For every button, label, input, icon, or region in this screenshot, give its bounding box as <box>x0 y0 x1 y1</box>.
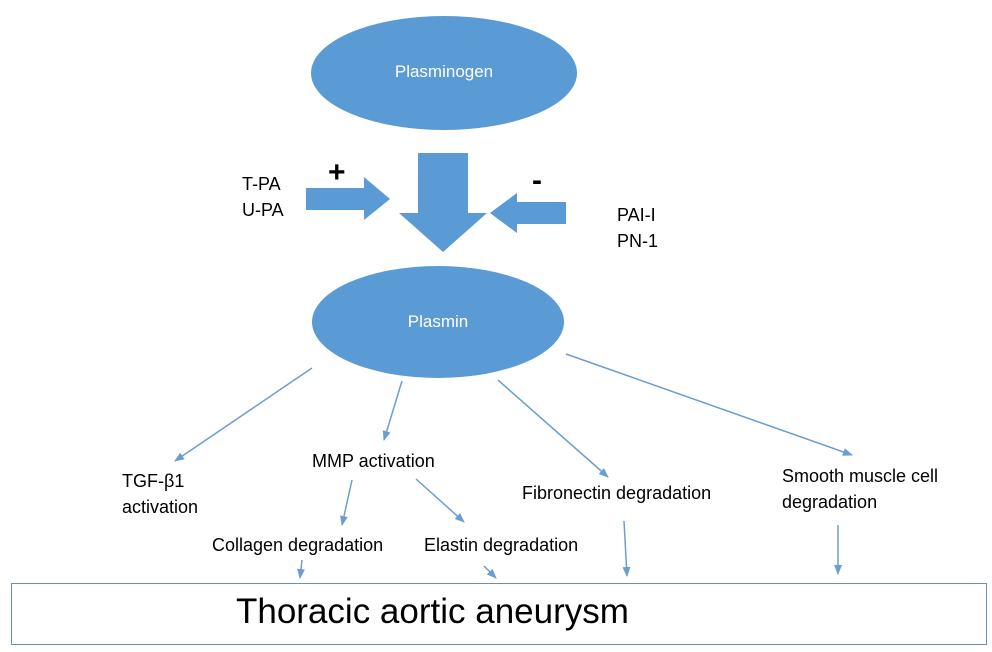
activator-upa: U-PA <box>242 200 284 220</box>
inhibitor-pn: PN-1 <box>617 231 659 251</box>
arrow-to-tgf <box>174 367 313 462</box>
effect-fibronectin: Fibronectin degradation <box>522 483 712 503</box>
effect-smooth-muscle-line2: degradation <box>782 492 878 512</box>
inhibitor-sign: - <box>532 164 542 197</box>
conversion-arrow <box>399 153 487 252</box>
inhibitor-pai: PAI-I <box>617 205 656 225</box>
arrow-to-mmp <box>382 380 403 441</box>
effect-tgf-line1: TGF-β1 <box>122 471 185 491</box>
arrow-to-smooth-muscle <box>565 353 853 456</box>
arrow-to-collagen <box>340 479 353 526</box>
plasmin-node <box>312 266 564 378</box>
outcome-label: Thoracic aortic aneurysm <box>236 592 629 631</box>
arrow-fibronectin-to-outcome <box>622 520 631 577</box>
arrow-elastin-to-outcome <box>483 565 497 579</box>
effect-smooth-muscle-line1: Smooth muscle cell <box>782 466 939 486</box>
plasminogen-label: Plasminogen <box>394 62 494 81</box>
arrow-to-fibronectin <box>497 379 609 478</box>
activator-sign: + <box>328 156 346 189</box>
effect-tgf-line2: activation <box>122 497 199 517</box>
plasmin-label: Plasmin <box>407 312 469 331</box>
activator-arrow <box>306 177 390 220</box>
arrow-to-elastin <box>415 478 465 523</box>
plasminogen-node <box>311 16 577 130</box>
activator-tpa: T-PA <box>242 174 281 194</box>
effect-mmp: MMP activation <box>312 451 435 471</box>
effect-elastin: Elastin degradation <box>424 535 579 555</box>
arrow-collagen-to-outcome <box>297 559 305 579</box>
effect-collagen: Collagen degradation <box>212 535 384 555</box>
inhibitor-arrow <box>490 193 566 233</box>
outcome-box <box>11 583 987 645</box>
